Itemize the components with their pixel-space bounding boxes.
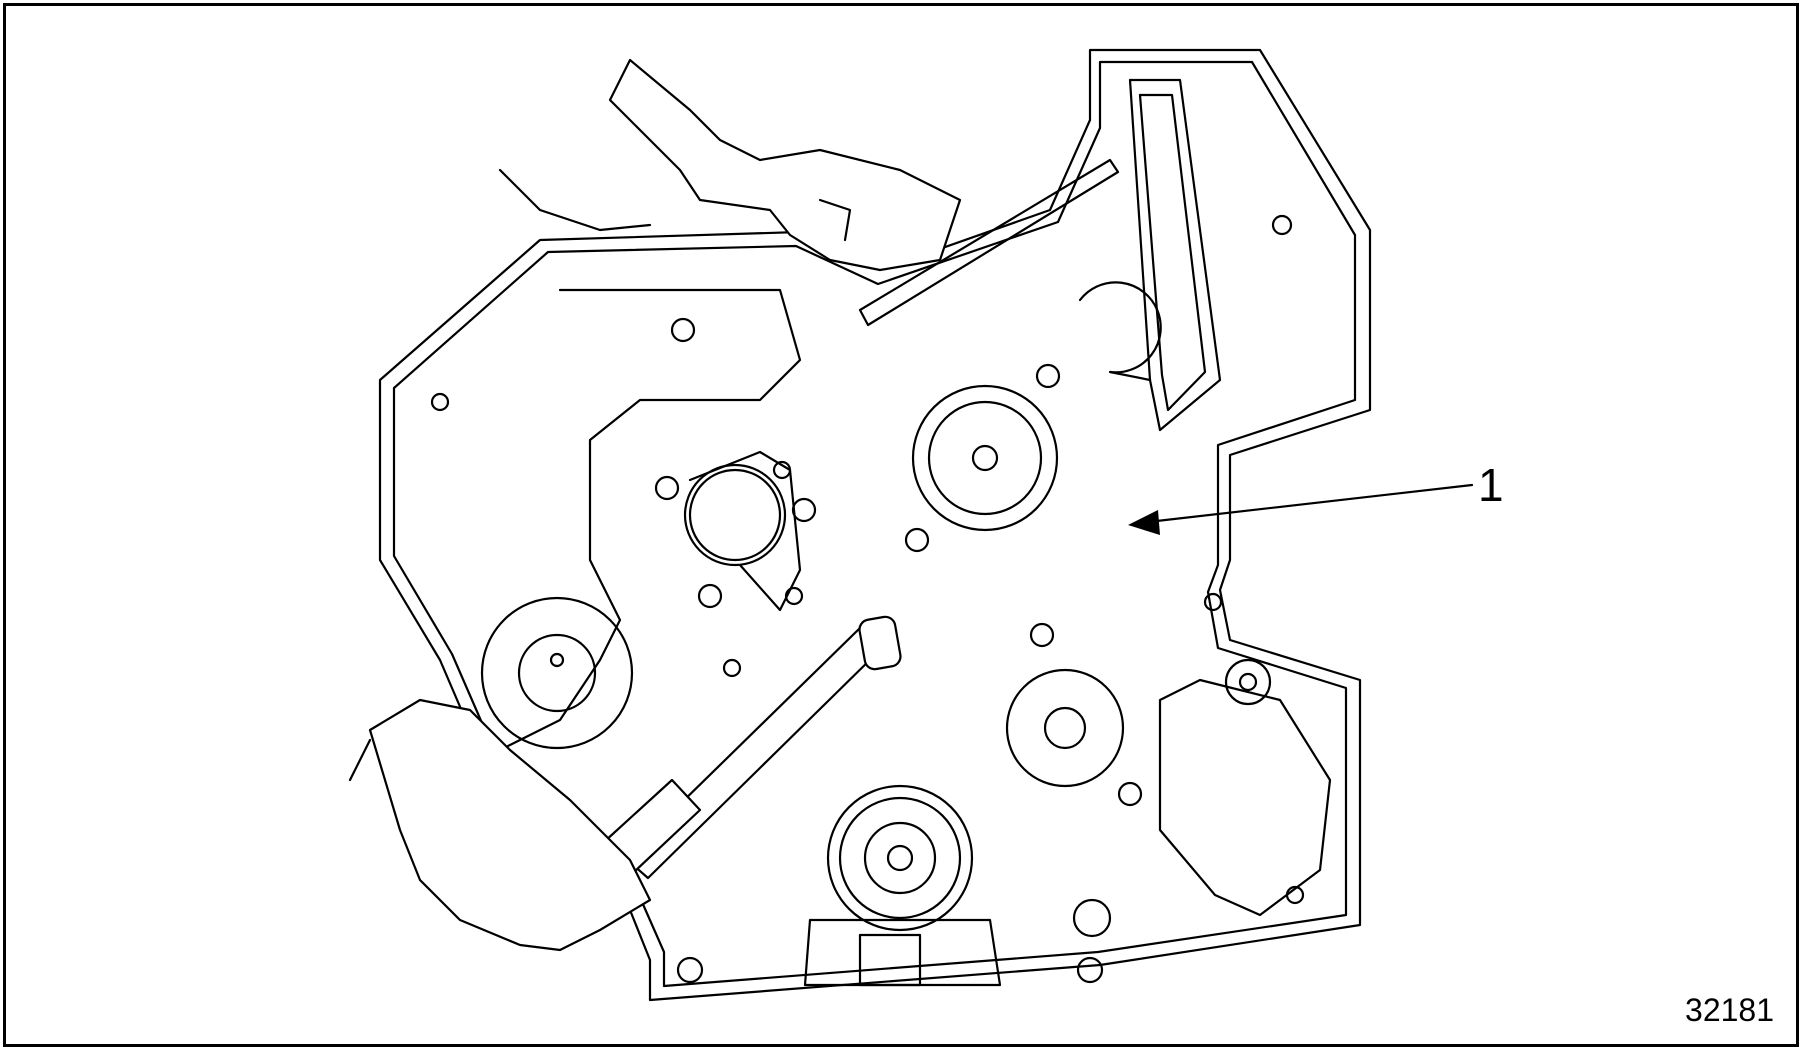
inner-gasket-channel <box>438 78 1222 762</box>
camshaft-opening <box>911 384 1059 532</box>
cover-bolts <box>430 214 1305 905</box>
water-pump-opening <box>683 450 804 612</box>
callout-leader <box>1128 483 1474 535</box>
upper-right-opening <box>1078 281 1162 382</box>
crankshaft-gear <box>826 784 974 932</box>
oil-pan-flange <box>676 898 1112 987</box>
lower-right-opening <box>1158 658 1332 917</box>
left-pulley-opening <box>480 596 634 750</box>
torque-wrench <box>602 615 902 880</box>
upper-hand <box>498 58 962 272</box>
figure-number: 32181 <box>1685 992 1774 1028</box>
lower-hand <box>348 698 652 952</box>
callout-label-1: 1 <box>1478 459 1504 511</box>
callout-arrowhead <box>1128 510 1160 535</box>
idler-gear-opening <box>1005 668 1125 788</box>
